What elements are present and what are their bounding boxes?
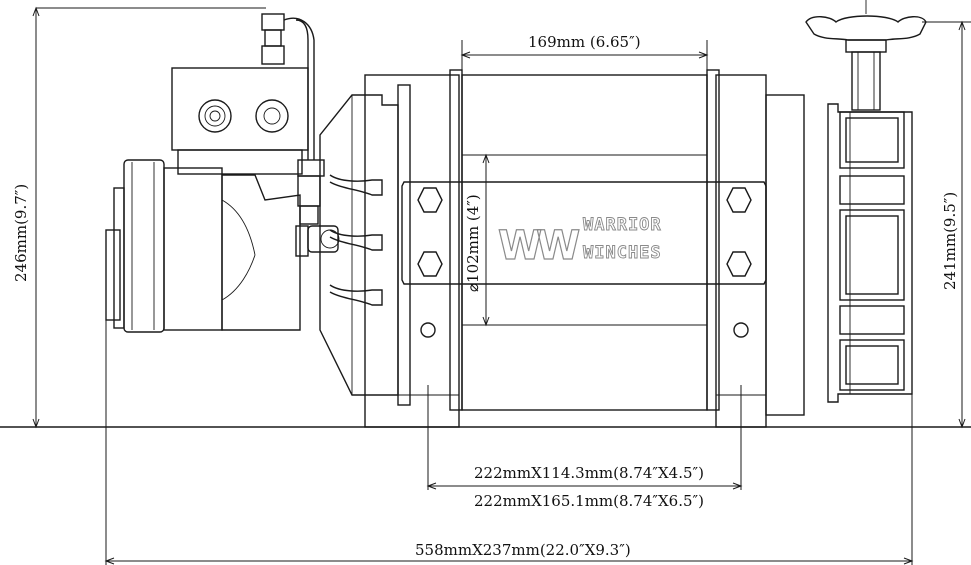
- drum-diameter-label: ⌀102mm (4″): [464, 194, 482, 292]
- adapter-housing: [319, 94, 399, 396]
- dimension-overall-size: [104, 320, 914, 565]
- left-end-plate: [364, 69, 463, 428]
- drum-length-label: 169mm (6.65″): [528, 33, 641, 51]
- hex-bolt: [417, 187, 443, 213]
- dimension-mount-patterns: [426, 385, 743, 490]
- logo-line-1: WARRIOR: [583, 215, 662, 235]
- hex-bolt: [726, 187, 752, 213]
- dimension-drum-length: [460, 40, 709, 78]
- height-left-label: 246mm(9.7″): [12, 184, 30, 282]
- logo-mark: WW: [498, 223, 579, 269]
- hydraulic-motor: [105, 67, 309, 333]
- height-right-label: 241mm(9.5″): [941, 192, 959, 290]
- overall-size-label: 558mmX237mm(22.0″X9.3″): [415, 541, 631, 559]
- hex-bolt: [417, 251, 443, 277]
- dimension-height-right: [922, 20, 971, 429]
- logo-line-2: WINCHES: [583, 243, 662, 263]
- dimension-height-left: [32, 6, 266, 429]
- gearbox-housing: [827, 103, 913, 403]
- mount-pattern-1-label: 222mmX114.3mm(8.74″X4.5″): [474, 464, 704, 482]
- clutch-handle: [805, 0, 927, 111]
- dimension-drum-diameter: [482, 153, 490, 327]
- hex-bolt: [726, 251, 752, 277]
- right-end-plate: [706, 69, 805, 428]
- mount-pattern-2-label: 222mmX165.1mm(8.74″X6.5″): [474, 492, 704, 510]
- tie-bar: WW WARRIOR WINCHES: [401, 181, 767, 285]
- hydraulic-fittings: [261, 13, 340, 257]
